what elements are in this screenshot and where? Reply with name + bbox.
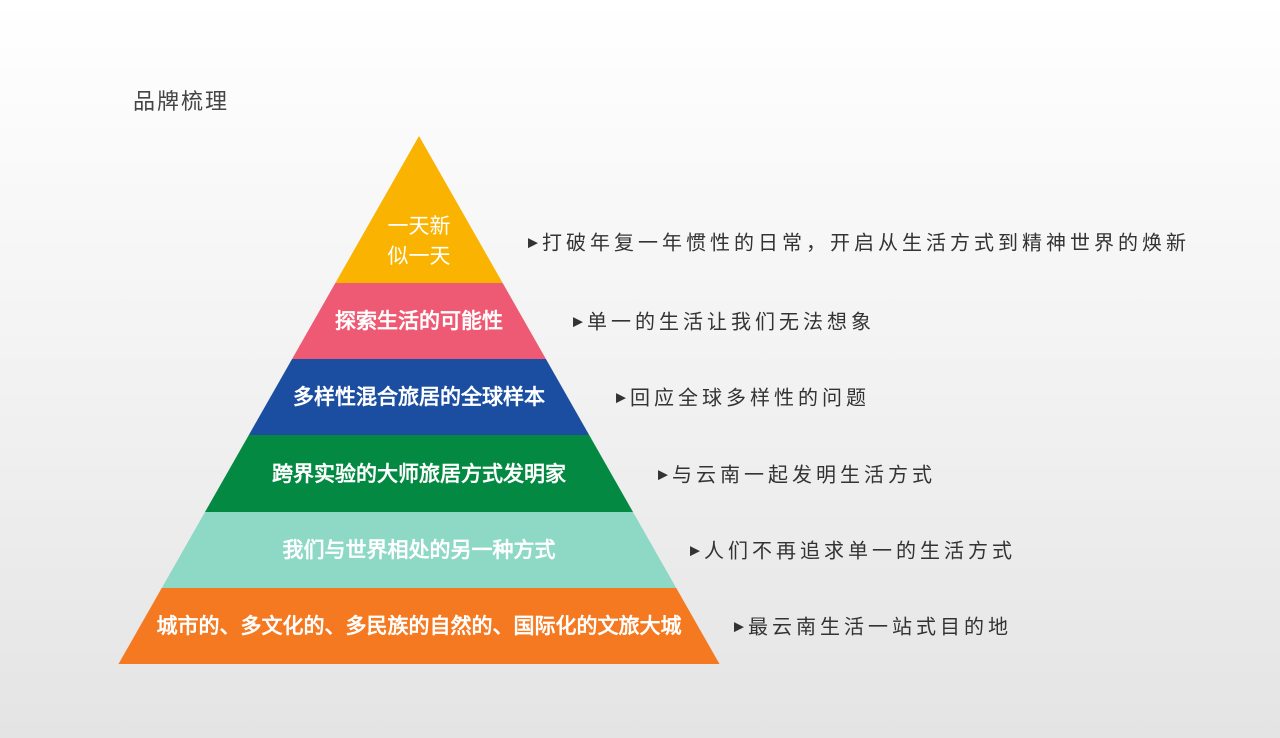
bullet-arrow-icon: ▶	[616, 390, 626, 406]
bullet-arrow-icon: ▶	[528, 235, 538, 251]
tier-city-label: 城市的、多文化的、多民族的自然的、国际化的文旅大城	[157, 611, 682, 641]
tier-city-shape	[118, 588, 720, 664]
bullet-arrow-icon: ▶	[734, 619, 744, 635]
tier-city-label-line: 城市的、多文化的、多民族的自然的、国际化的文旅大城	[156, 614, 682, 638]
tier-explore-description: ▶单一的生活让我们无法想象	[573, 306, 875, 335]
tier-inventor-description: ▶ 与云南一起发明生活方式	[658, 458, 936, 487]
tier-diversity-description: ▶回应全球多样性的问题	[616, 382, 870, 411]
page-title: 品牌梳理	[133, 90, 230, 115]
tier-top-label: 一天新似一天	[388, 211, 451, 271]
tier-inventor-description-text: 与云南一起发明生活方式	[672, 462, 936, 486]
tier-top-label-line: 似一天	[387, 244, 451, 268]
tier-top-label-line: 一天新	[387, 214, 451, 238]
tier-diversity-label-line: 多样性混合旅居的全球样本	[293, 385, 545, 409]
tier-inventor-shape	[205, 435, 633, 512]
tier-top-description: ▶打破年复一年惯性的日常，开启从生活方式到精神世界的焕新	[528, 227, 1190, 256]
tier-explore-shape	[292, 283, 546, 359]
tier-another-way-description-text: 人们不再追求单一的生活方式	[704, 538, 1016, 563]
tier-diversity-description-text: 回应全球多样性的问题	[630, 385, 870, 410]
tier-explore-description-text: 单一的生活让我们无法想象	[587, 309, 875, 334]
tier-another-way-description: ▶人们不再追求单一的生活方式	[690, 535, 1016, 564]
tier-another-way-label-line: 我们与世界相处的另一种方式	[282, 538, 556, 562]
tier-explore-label: 探索生活的可能性	[335, 306, 503, 336]
tier-another-way-label: 我们与世界相处的另一种方式	[283, 535, 556, 565]
bullet-arrow-icon: ▶	[573, 314, 583, 330]
tier-city-description: ▶最云南生活一站式目的地	[734, 611, 1012, 640]
tier-diversity-shape	[248, 359, 590, 435]
tier-city-description-text: 最云南生活一站式目的地	[748, 614, 1012, 639]
tier-top-shape	[335, 136, 503, 283]
bullet-arrow-icon: ▶	[658, 467, 668, 482]
tier-another-way-shape	[161, 512, 677, 588]
tier-top-description-text: 打破年复一年惯性的日常，开启从生活方式到精神世界的焕新	[542, 230, 1190, 255]
tier-inventor-label-line: 跨界实验的大师旅居方式发明家	[272, 461, 566, 486]
tier-inventor-label: 跨界实验的大师旅居方式发明家	[272, 459, 566, 489]
tier-diversity-label: 多样性混合旅居的全球样本	[293, 382, 545, 412]
tier-explore-label-line: 探索生活的可能性	[335, 309, 503, 333]
bullet-arrow-icon: ▶	[690, 543, 700, 559]
